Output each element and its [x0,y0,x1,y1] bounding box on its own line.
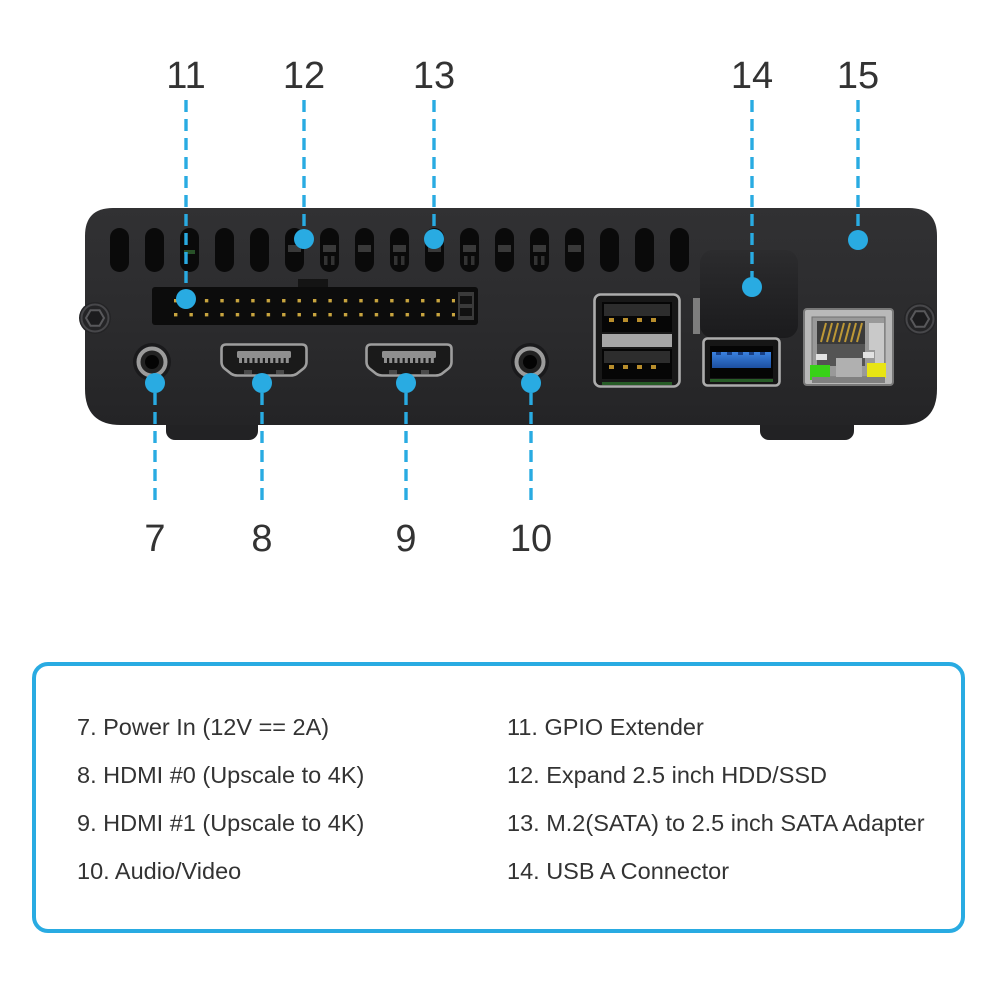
callout-label-11: 11 [166,55,205,97]
legend-item-7: 7. Power In (12V == 2A) [77,713,330,740]
callout-14: 14 [731,55,773,297]
callout-dot-13 [424,229,444,249]
callout-dot-15 [848,230,868,250]
legend-item-12: 12. Expand 2.5 inch HDD/SSD [507,761,828,788]
av-jack [511,343,549,381]
callout-dot-10 [521,373,541,393]
legend-item-10: 10. Audio/Video [77,857,242,884]
hdmi-port-1 [367,345,452,376]
callout-8: 8 [251,373,273,560]
callout-label-13: 13 [413,55,455,97]
callout-13: 13 [413,55,455,249]
callout-label-8: 8 [251,518,272,560]
callout-label-7: 7 [144,518,165,560]
callout-label-9: 9 [395,518,416,560]
gpio-header [152,279,478,325]
legend-right-column: 11. GPIO Extender 12. Expand 2.5 inch HD… [507,703,925,895]
power-jack [133,343,171,381]
legend-item-14: 14. USB A Connector [507,857,730,884]
rear-panel-diagram: 11 12 13 14 15 7 8 9 10 [79,55,937,560]
callout-11: 11 [166,55,206,309]
legend-left-column: 7. Power In (12V == 2A) 8. HDMI #0 (Upsc… [77,703,364,895]
callout-10: 10 [510,373,552,560]
hex-screw-left [79,302,111,334]
callout-12: 12 [283,55,325,249]
usb2-stack [593,293,681,388]
callout-dot-12 [294,229,314,249]
legend-box: 7. Power In (12V == 2A) 8. HDMI #0 (Upsc… [32,662,965,933]
usb3-port [702,337,781,387]
callout-dot-7 [145,373,165,393]
callout-label-10: 10 [510,518,552,560]
callout-dot-8 [252,373,272,393]
callout-label-12: 12 [283,55,325,97]
legend-item-13: 13. M.2(SATA) to 2.5 inch SATA Adapter [507,809,925,836]
callout-label-14: 14 [731,55,773,97]
callout-dot-14 [742,277,762,297]
callout-dot-9 [396,373,416,393]
hdmi-port-0 [222,345,307,376]
callout-9: 9 [395,373,417,560]
legend-item-8: 8. HDMI #0 (Upscale to 4K) [77,761,365,788]
callout-7: 7 [144,373,166,560]
callout-15: 15 [837,55,879,250]
callout-label-15: 15 [837,55,879,97]
legend-item-11: 11. GPIO Extender [507,713,704,740]
callout-dot-11 [176,289,196,309]
vent-slots [110,228,689,272]
ethernet-port [803,308,894,386]
legend-item-9: 9. HDMI #1 (Upscale to 4K) [77,809,365,836]
hex-screw-right [904,303,936,335]
